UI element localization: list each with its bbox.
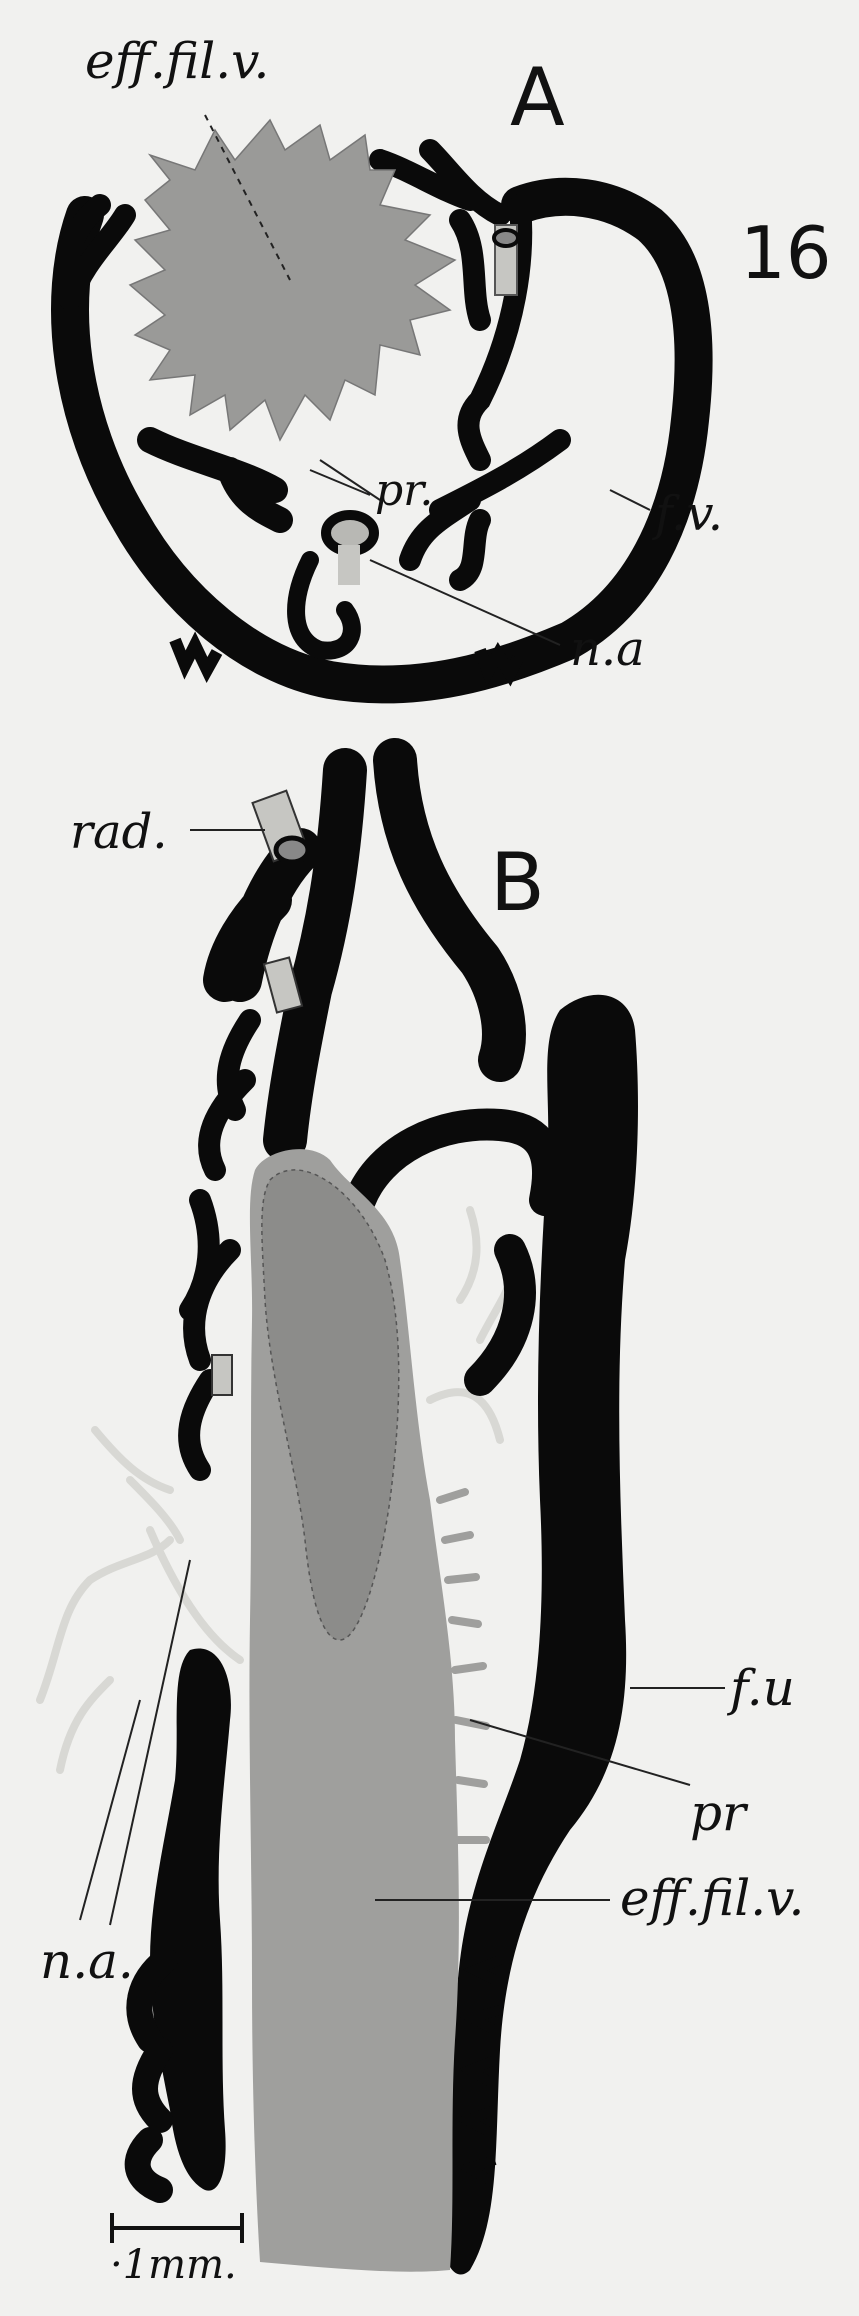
panel-a-leader-fv — [610, 490, 650, 510]
panel-a: A 16 eff.fil.v. pr. f.v. n.a — [67, 32, 832, 684]
panel-a-inner-left-branch — [150, 440, 280, 520]
scale-bar-line — [112, 2213, 242, 2243]
panel-b-label-efffilv: eff.fil.v. — [620, 1869, 804, 1927]
panel-b-stump-3 — [212, 1355, 232, 1395]
scale-bar: ·1mm. — [110, 2213, 242, 2288]
panel-b-radial-stump-end — [276, 838, 308, 862]
panel-a-left-fork — [67, 205, 125, 300]
panel-a-label-na: n.a — [570, 621, 645, 677]
panel-a-nutrient-artery-stem — [338, 545, 360, 585]
panel-a-letter: A — [510, 51, 565, 144]
panel-b-label-na: n.a. — [40, 1932, 134, 1990]
panel-a-cut-vessel-end — [494, 230, 518, 246]
panel-a-label-fv: f.v. — [652, 486, 723, 542]
panel-a-label-efffilv: eff.fil.v. — [85, 32, 269, 90]
panel-b: B rad. f.u pr eff.fil.v. n.a. — [40, 760, 804, 2274]
scale-bar-label: ·1mm. — [110, 2242, 237, 2288]
panel-b-label-pr: pr — [690, 1784, 749, 1842]
panel-b-letter: B — [490, 836, 545, 929]
panel-a-label-pr: pr. — [375, 465, 433, 516]
panel-b-label-rad: rad. — [70, 804, 168, 860]
panel-b-label-fu: f.u — [726, 1659, 795, 1717]
figure-number: 16 — [740, 211, 832, 295]
panel-a-leader-pr — [310, 460, 380, 500]
panel-b-upper-left-branches — [189, 1020, 250, 1470]
